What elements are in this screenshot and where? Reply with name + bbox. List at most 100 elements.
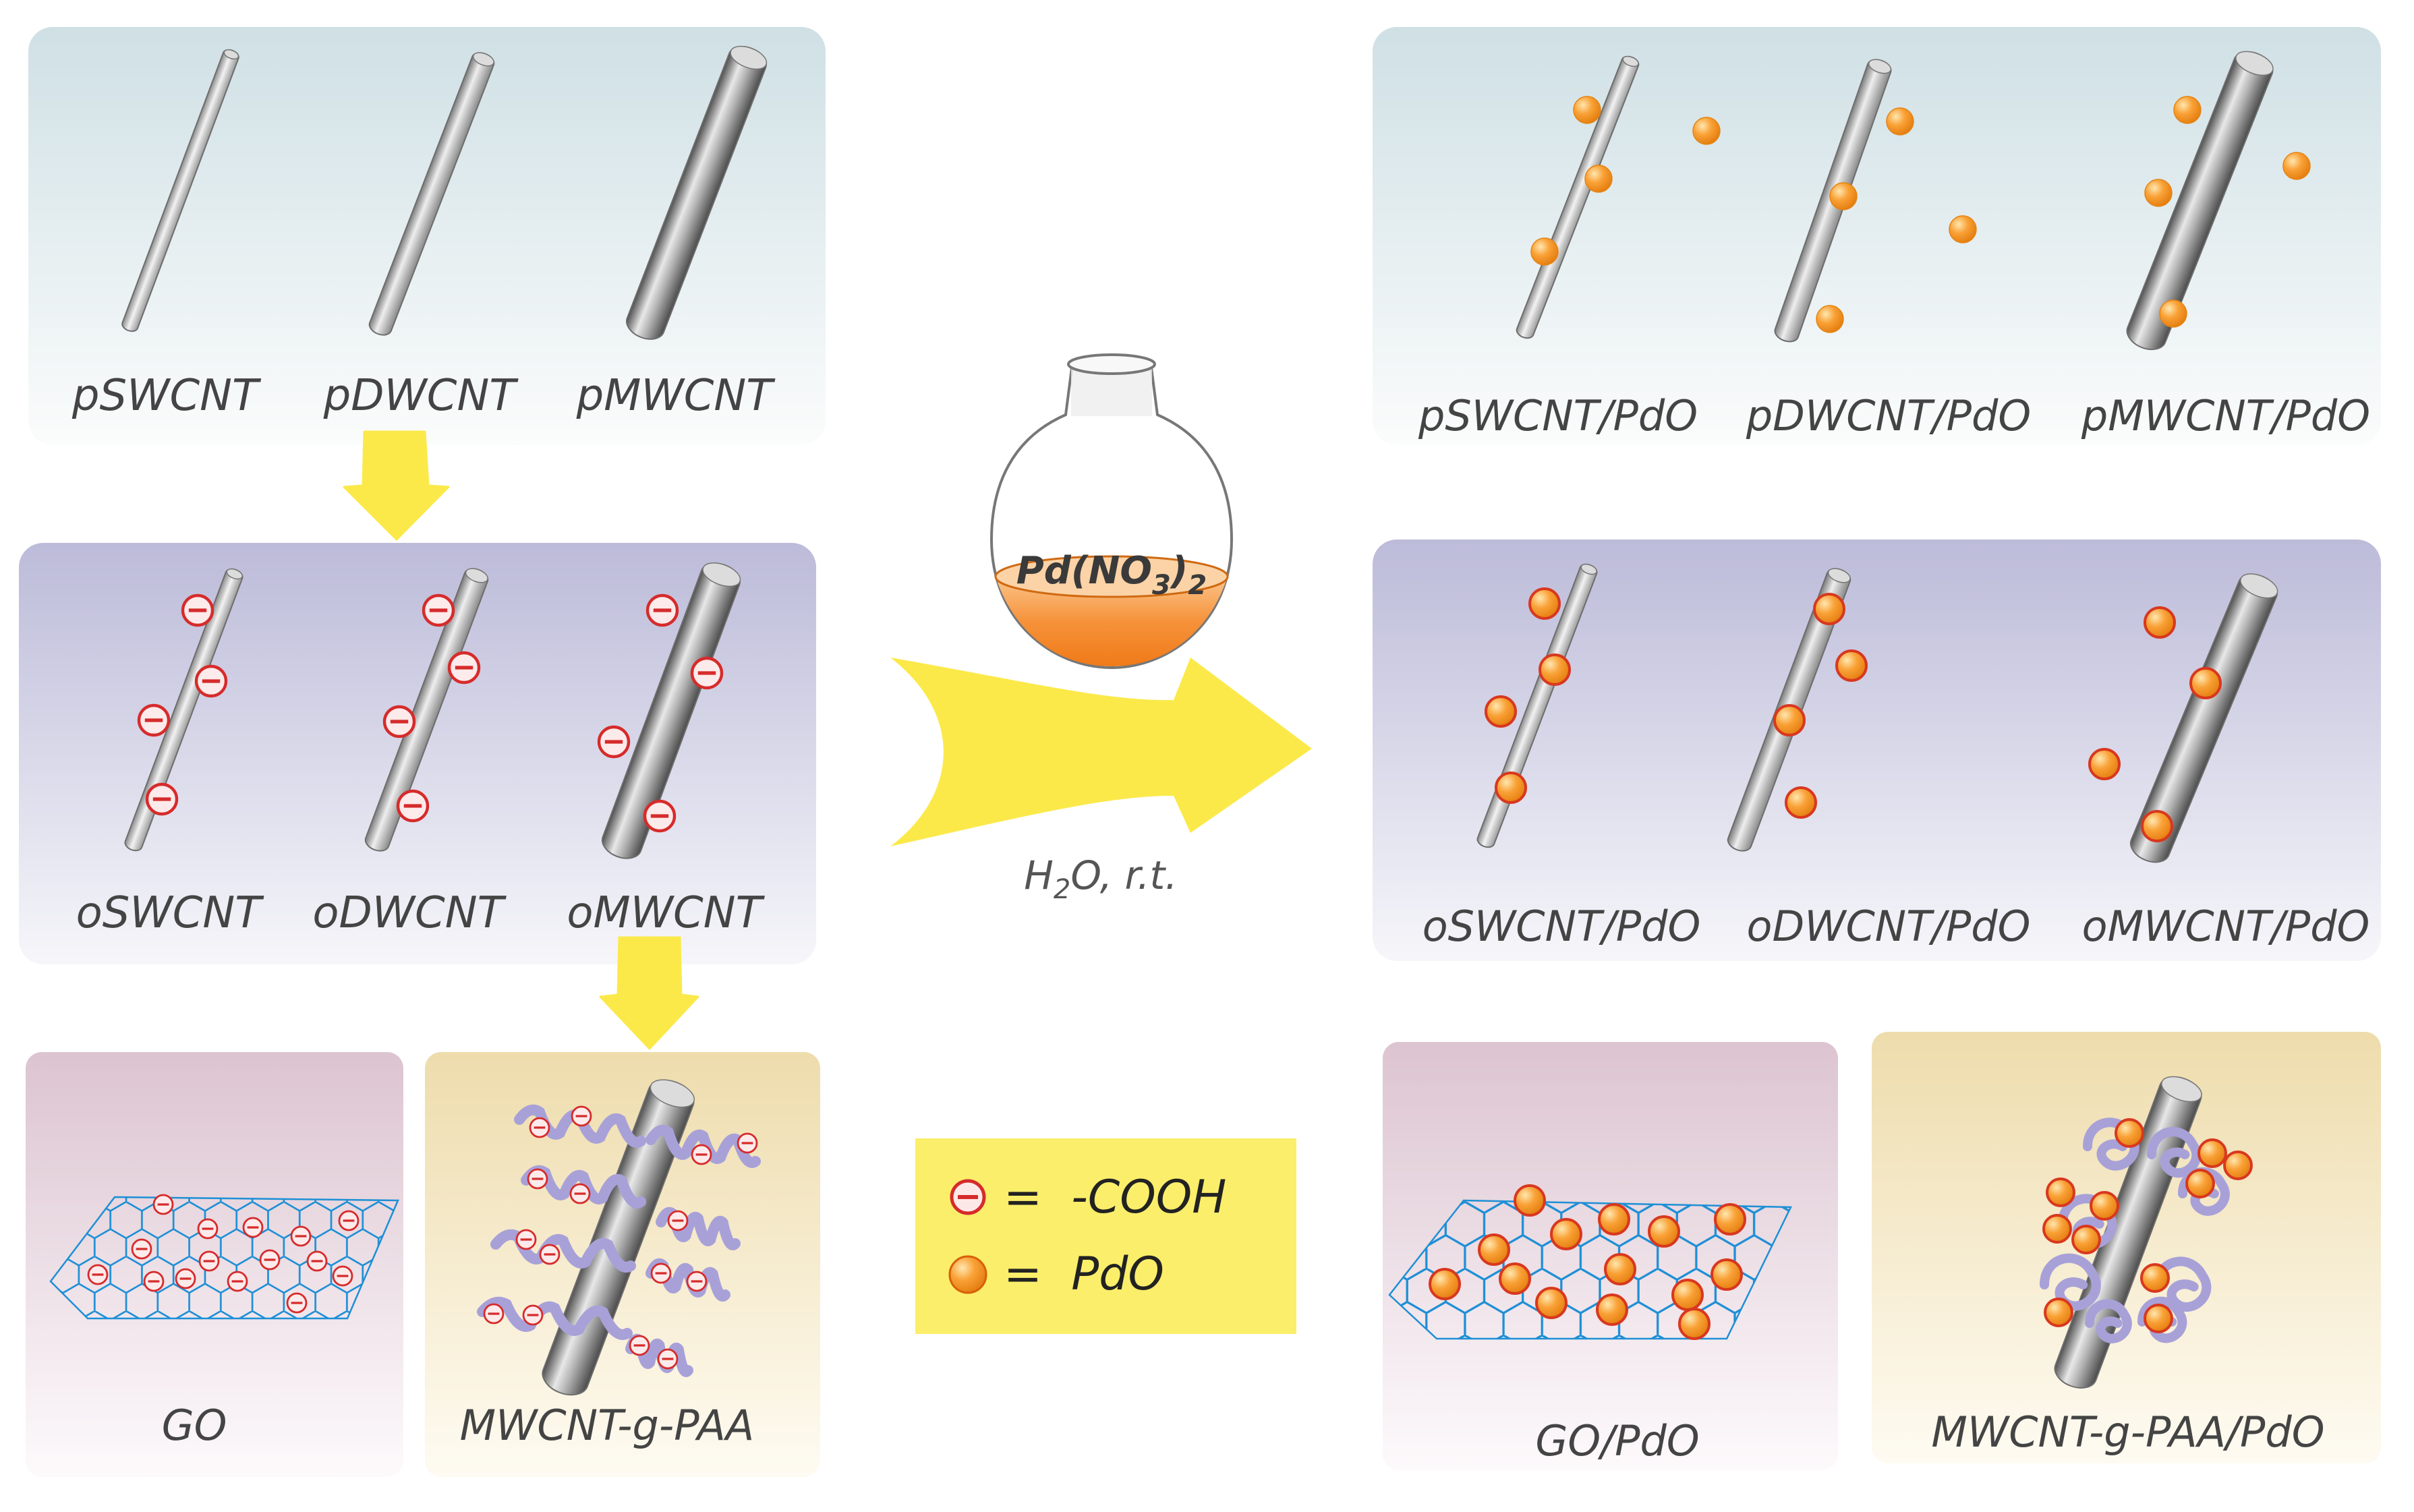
pdo-particle-icon: [1495, 772, 1527, 804]
carboxyl-icon: [686, 1271, 708, 1292]
oswcnt-tube: [124, 568, 243, 852]
pdo-particle-icon: [1573, 96, 1601, 124]
pdo-particle-icon: [1648, 1215, 1680, 1248]
label-odwcnt-pdo: oDWCNT/PdO: [1747, 902, 2031, 951]
carboxyl-icon: [137, 703, 171, 737]
pdo-particle-icon: [1478, 1233, 1510, 1266]
pdo-particle-icon: [2046, 1177, 2075, 1207]
carboxyl-icon: [197, 1218, 219, 1240]
carboxyl-icon: [529, 1117, 550, 1138]
carboxyl-icon: [194, 664, 228, 698]
carboxyl-icon: [259, 1249, 281, 1271]
down-arrow-oxidized-to-paa: [599, 936, 699, 1050]
pdwcnt-tube: [368, 52, 495, 336]
flask-reagent-label: Pd(NO3)2: [1016, 549, 1207, 601]
minus-circle-icon: [950, 1179, 986, 1215]
pdo-particle-icon: [2144, 1304, 2173, 1333]
paa-coil: [2083, 1117, 2139, 1171]
pdo-particle-icon: [1813, 593, 1845, 625]
carboxyl-icon: [396, 789, 430, 823]
carboxyl-icon: [87, 1264, 109, 1285]
paa-coil: [2058, 1194, 2117, 1250]
pdo-particle-icon: [1773, 704, 1806, 736]
label-oswcnt: oSWCNT: [76, 888, 265, 938]
pdo-particle-icon: [1785, 786, 1817, 819]
omwcnt-tube: [601, 562, 741, 859]
particles-layer: [87, 96, 2311, 1377]
label-omwcnt: oMWCNT: [567, 888, 765, 938]
carboxyl-icon: [131, 1238, 152, 1260]
pdo-particle-icon: [1535, 1287, 1568, 1319]
legend-box: [915, 1138, 1296, 1334]
pdo-particle-icon: [1528, 587, 1561, 620]
carboxyl-icon: [338, 1210, 360, 1231]
label-pdwcnt-pdo: pDWCNT/PdO: [1746, 391, 2031, 440]
carboxyl-icon: [332, 1265, 353, 1287]
label-oswcnt-pdo: oSWCNT/PdO: [1422, 902, 1701, 951]
pdo-particle-icon: [2282, 152, 2311, 180]
pdo-particle-icon: [2159, 299, 2187, 328]
carboxyl-icon: [522, 1304, 544, 1326]
carboxyl-icon: [382, 705, 416, 738]
paa-chain: [477, 1296, 633, 1340]
carboxyl-icon: [286, 1292, 308, 1314]
pdo-particle-icon: [1596, 1293, 1628, 1326]
paa-coil: [2147, 1127, 2202, 1178]
label-pmwcnt: pMWCNT: [576, 371, 776, 421]
pdo-particle-icon: [2042, 1214, 2072, 1244]
mwcnt-g-paa-tube: [542, 1079, 695, 1396]
paa-coil: [2152, 1256, 2212, 1312]
pdo-particle-icon: [1886, 107, 1914, 136]
pdo-particle-icon: [1949, 215, 1977, 243]
carboxyl-icon: [515, 1229, 537, 1250]
carboxyl-icon: [571, 1105, 592, 1127]
carboxyl-icon: [422, 593, 455, 627]
paa-coil: [2040, 1253, 2101, 1311]
carboxyl-icon: [242, 1217, 264, 1238]
pdo-particle-icon: [2090, 1191, 2119, 1221]
pdo-particle-icon: [2115, 1118, 2144, 1148]
carboxyl-icon: [597, 725, 631, 759]
carboxyl-icon: [145, 782, 179, 816]
pdo-particle-icon: [1514, 1184, 1546, 1217]
pdo-particle-icon: [1678, 1308, 1711, 1340]
label-pswcnt: pSWCNT: [71, 371, 262, 421]
label-mwcnt-g-paa: MWCNT-g-PAA: [460, 1401, 755, 1450]
carboxyl-icon: [691, 1144, 712, 1165]
carboxyl-icon: [175, 1268, 196, 1289]
carboxyl-icon: [290, 1225, 312, 1247]
pdo-particle-icon: [2044, 1298, 2073, 1327]
oxidized-pdo-panel: [1373, 540, 2381, 961]
label-omwcnt-pdo: oMWCNT/PdO: [2082, 902, 2370, 951]
carboxyl-icon: [690, 656, 724, 690]
carboxyl-icon: [143, 1271, 165, 1292]
pdo-particle-icon: [1692, 117, 1721, 145]
pdo-particle-icon: [1829, 182, 1858, 210]
pswcnt-pdo-tube: [1516, 55, 1640, 339]
carboxyl-icon: [447, 651, 481, 685]
graphene-sheet: [49, 1196, 399, 1320]
label-go-pdo: GO/PdO: [1535, 1416, 1699, 1465]
carboxyl-icon: [198, 1250, 220, 1272]
label-odwcnt: oDWCNT: [312, 888, 507, 938]
pdo-particle-icon: [2144, 179, 2173, 207]
pdo-particle-icon: [1584, 165, 1613, 193]
down-arrow-pristine-to-oxidized: [343, 430, 450, 541]
carboxyl-icon: [737, 1132, 758, 1154]
pdo-particle-icon: [2088, 748, 2121, 780]
pdo-particle-icon: [2071, 1225, 2101, 1254]
carboxyl-icon: [667, 1210, 689, 1231]
pdo-particle-icon: [2144, 606, 2176, 639]
label-pdwcnt: pDWCNT: [323, 371, 519, 421]
legend-pdo-text: = PdO: [1004, 1248, 1164, 1301]
pristine-pdo-panel: [1373, 27, 2381, 445]
label-go: GO: [162, 1401, 227, 1450]
carboxyl-icon: [483, 1303, 505, 1325]
carboxyl-icon: [181, 593, 214, 627]
reaction-arrow: [890, 658, 1312, 846]
carboxyl-icon: [539, 1244, 561, 1265]
pdo-particle-icon: [2197, 1138, 2227, 1168]
carboxyl-icon: [657, 1348, 679, 1370]
pdo-particle-icon: [2141, 810, 2173, 842]
